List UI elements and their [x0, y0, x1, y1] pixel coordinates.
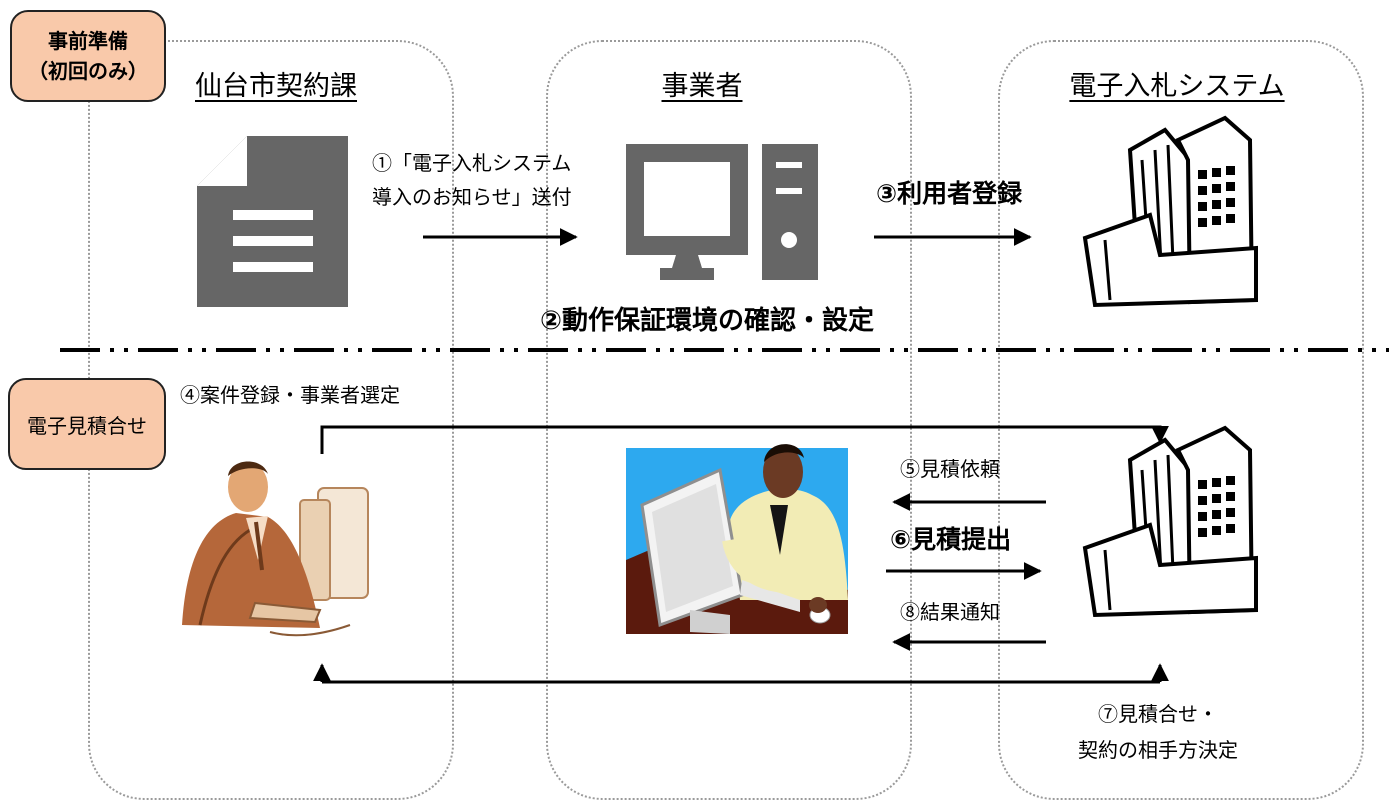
clerk-illustration	[182, 461, 369, 637]
phase-preparation-line2: （初回のみ）	[28, 59, 148, 83]
phase-quotation-label: 電子見積合せ	[27, 413, 147, 438]
phase-preparation-tag: 事前準備 （初回のみ）	[10, 10, 166, 102]
column-title-business: 事業者	[661, 71, 743, 102]
step2-label: ②動作保証環境の確認・設定	[540, 306, 875, 336]
step1-label: ①「電子入札システム 導入のお知らせ」送付	[372, 146, 572, 214]
step6-label: ⑥見積提出	[890, 525, 1012, 554]
step1-line2: 導入のお知らせ」送付	[372, 185, 572, 209]
businessman-illustration	[626, 444, 848, 634]
document-icon	[197, 136, 348, 307]
phase-preparation-line1: 事前準備	[48, 29, 128, 53]
step4-label: ④案件登録・事業者選定	[180, 383, 400, 407]
step1-line1: ①「電子入札システム	[372, 151, 572, 175]
column-title-system: 電子入札システム	[1069, 71, 1285, 102]
building-icon	[1082, 425, 1258, 618]
step5-label: ⑤見積依頼	[900, 457, 1000, 481]
step7-line2: 契約の相手方決定	[1078, 738, 1238, 762]
arrow-step4	[320, 425, 1169, 454]
building-icon	[1082, 115, 1258, 308]
step3-label: ③利用者登録	[876, 179, 1023, 208]
step7-label: ⑦見積合せ・ 契約の相手方決定	[1058, 696, 1258, 768]
computer-icon	[626, 144, 818, 280]
phase-quotation-tag: 電子見積合せ	[8, 378, 166, 470]
step8-label: ⑧結果通知	[900, 600, 1000, 624]
diagram-graphics	[60, 115, 1389, 684]
step7-line1: ⑦見積合せ・	[1098, 702, 1218, 726]
column-title-city: 仙台市契約課	[195, 71, 357, 102]
